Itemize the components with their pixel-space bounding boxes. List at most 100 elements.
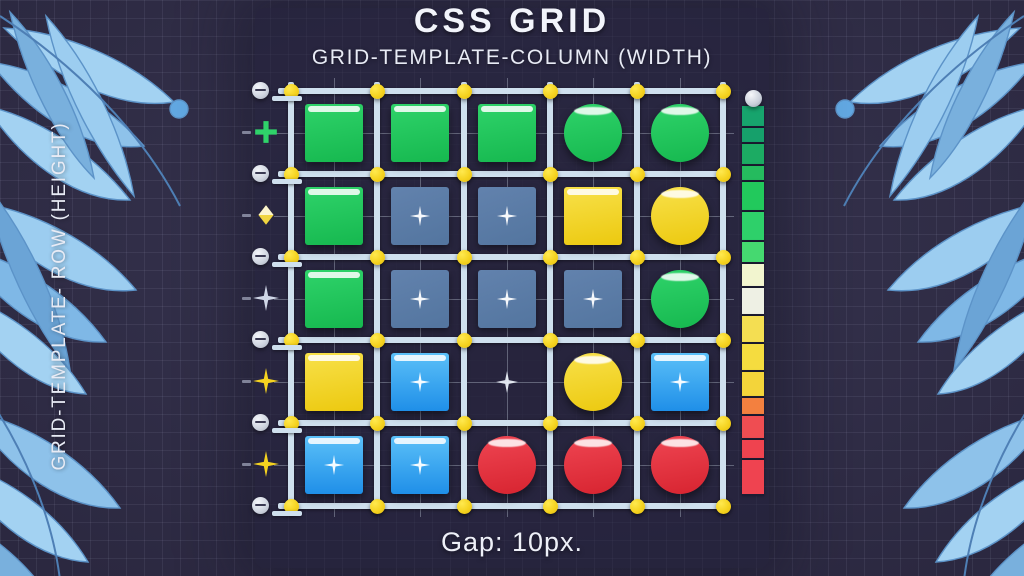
grid-node-dot[interactable] (543, 333, 558, 348)
minus-circle-icon (252, 82, 269, 99)
grid-node-dot[interactable] (370, 499, 385, 514)
cell-r2c5[interactable] (651, 187, 709, 245)
grid-node-dot[interactable] (284, 333, 299, 348)
grid-node-dot[interactable] (370, 250, 385, 265)
minus-circle-icon (252, 414, 269, 431)
cell-r4c5[interactable] (651, 353, 709, 411)
minus-circle-icon (252, 331, 269, 348)
grid-node-dot[interactable] (370, 333, 385, 348)
grid-node-dot[interactable] (716, 84, 731, 99)
cell-r1c2[interactable] (391, 104, 449, 162)
color-scale-segment (742, 264, 764, 288)
color-scale-segment (742, 144, 764, 166)
grid-node-dot[interactable] (543, 250, 558, 265)
grid-node-dot[interactable] (284, 416, 299, 431)
faint-sparkle-icon (253, 284, 279, 311)
grid-line-vertical (374, 82, 380, 513)
grid-node-dot[interactable] (284, 84, 299, 99)
grid-line-vertical (288, 82, 294, 513)
gap-caption: Gap: 10px. (440, 527, 584, 557)
grid-node-dot[interactable] (457, 167, 472, 182)
grid-node-dot[interactable] (630, 250, 645, 265)
row-gap-dash (242, 130, 251, 134)
leaf-decoration-left (0, 9, 189, 576)
color-scale-segment (742, 288, 764, 316)
grid-node-dot[interactable] (716, 333, 731, 348)
grid-node-dot[interactable] (543, 167, 558, 182)
grid-node-dot[interactable] (630, 84, 645, 99)
cell-r2c4[interactable] (564, 187, 622, 245)
grid-line-horizontal (278, 420, 730, 426)
cell-r5c5[interactable] (651, 436, 709, 494)
grid-node-dot[interactable] (543, 84, 558, 99)
cell-r4c2[interactable] (391, 353, 449, 411)
grid-node-dot[interactable] (457, 250, 472, 265)
grid-node-dot[interactable] (457, 333, 472, 348)
grid-node-dot[interactable] (457, 416, 472, 431)
grid-node-dot[interactable] (716, 167, 731, 182)
cell-r5c4[interactable] (564, 436, 622, 494)
color-scale-segment (742, 372, 764, 398)
cell-r1c3[interactable] (478, 104, 536, 162)
column-axis-label: GRID-TEMPLATE-COLUMN (WIDTH) (311, 46, 713, 69)
cell-r4c1[interactable] (305, 353, 363, 411)
cell-r3c2[interactable] (391, 270, 449, 328)
minus-circle-icon (252, 248, 269, 265)
color-scale-segment (742, 166, 764, 182)
grid-line-vertical (547, 82, 553, 513)
grid-node-dot[interactable] (370, 167, 385, 182)
yellow-sparkle-icon (253, 450, 279, 477)
grid-node-dot[interactable] (457, 499, 472, 514)
grid-node-dot[interactable] (370, 416, 385, 431)
cell-r1c4[interactable] (564, 104, 622, 162)
color-scale-segment (742, 242, 764, 264)
grid-node-dot[interactable] (457, 84, 472, 99)
color-scale (742, 90, 764, 496)
grid-node-dot[interactable] (630, 416, 645, 431)
grid-line-horizontal (278, 88, 730, 94)
grid-line-horizontal (278, 254, 730, 260)
grid-node-dot[interactable] (716, 499, 731, 514)
grid-line-vertical (720, 82, 726, 513)
color-scale-segment (742, 344, 764, 372)
row-gap-dash (242, 462, 251, 466)
grid-node-dot[interactable] (543, 416, 558, 431)
cell-r1c5[interactable] (651, 104, 709, 162)
grid-node-dot[interactable] (716, 416, 731, 431)
green-plus-icon (255, 120, 277, 143)
page-title: CSS GRID (413, 2, 611, 40)
color-scale-segment (742, 106, 764, 128)
grid-node-dot[interactable] (716, 250, 731, 265)
grid-node-dot[interactable] (630, 499, 645, 514)
grid-line-vertical (461, 82, 467, 513)
grid-node-dot[interactable] (630, 167, 645, 182)
cell-r5c2[interactable] (391, 436, 449, 494)
cell-r1c1[interactable] (305, 104, 363, 162)
cell-r2c3[interactable] (478, 187, 536, 245)
cell-r2c1[interactable] (305, 187, 363, 245)
grid-node-dot[interactable] (284, 250, 299, 265)
row-tick-mark (272, 511, 302, 516)
cell-r5c3[interactable] (478, 436, 536, 494)
cell-r3c4[interactable] (564, 270, 622, 328)
color-scale-cap-icon (745, 90, 762, 107)
grid-line-vertical (634, 82, 640, 513)
cell-r5c1[interactable] (305, 436, 363, 494)
cell-r3c1[interactable] (305, 270, 363, 328)
cell-r3c3[interactable] (478, 270, 536, 328)
color-scale-segment (742, 128, 764, 144)
grid-node-dot[interactable] (630, 333, 645, 348)
yellow-sparkle-icon (253, 367, 279, 394)
row-gap-dash (242, 213, 251, 217)
grid-line-horizontal (278, 171, 730, 177)
cell-r2c2[interactable] (391, 187, 449, 245)
cell-r3c5[interactable] (651, 270, 709, 328)
cell-r4c4[interactable] (564, 353, 622, 411)
row-axis-label: GRID-TEMPLATE- ROW (HEIGHT) (49, 121, 70, 471)
grid-line-horizontal (278, 337, 730, 343)
row-tick-mark (272, 96, 302, 101)
grid-node-dot[interactable] (284, 167, 299, 182)
grid-node-dot[interactable] (284, 499, 299, 514)
grid-node-dot[interactable] (543, 499, 558, 514)
grid-node-dot[interactable] (370, 84, 385, 99)
